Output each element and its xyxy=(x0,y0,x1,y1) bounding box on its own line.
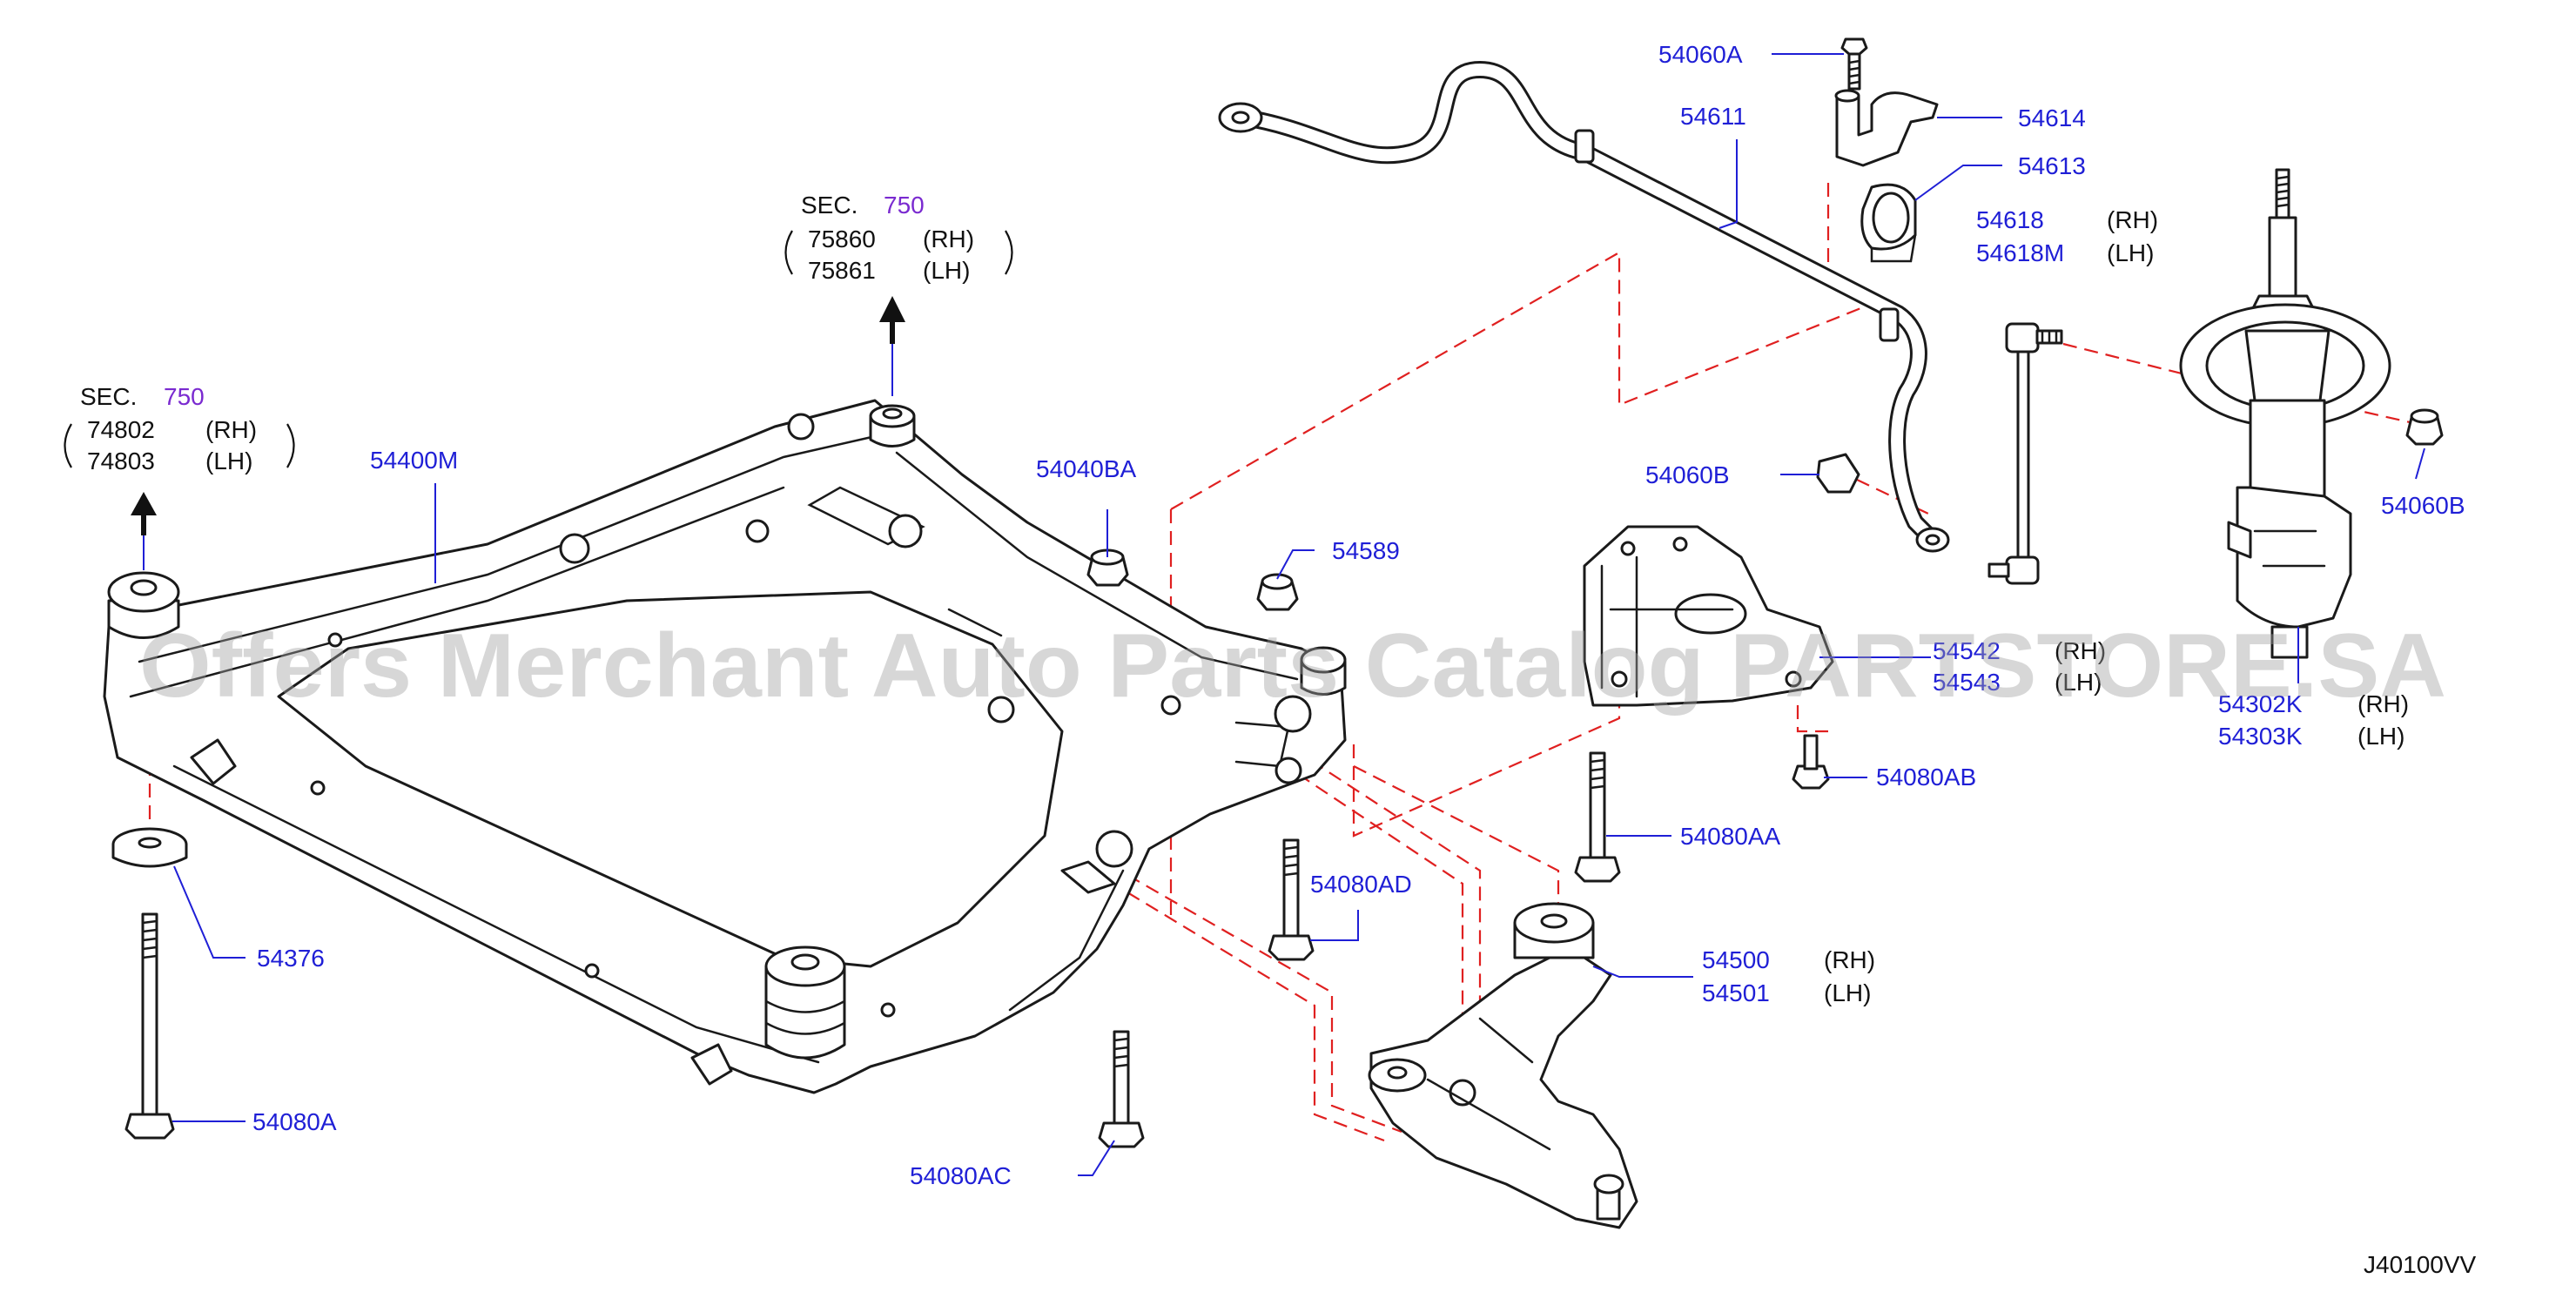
part-label-54400M: 54400M xyxy=(370,447,458,474)
arrow-up-icon xyxy=(131,492,157,515)
suspension-member xyxy=(103,399,1347,1094)
part-label-54543: 54543 xyxy=(1933,669,2001,696)
fasteners xyxy=(111,408,2444,1148)
section-item-part: 75861 xyxy=(808,257,876,284)
part-label-54611: 54611 xyxy=(1680,103,1746,130)
part-label-54501: 54501 xyxy=(1702,979,1770,1006)
section-item-side: (RH) xyxy=(923,225,974,252)
part-side-54543: (LH) xyxy=(2055,669,2102,696)
part-label-54589: 54589 xyxy=(1332,537,1400,564)
part-label-54080AA: 54080AA xyxy=(1680,823,1781,850)
part-label-54303K: 54303K xyxy=(2218,723,2303,750)
section-item-side: (LH) xyxy=(205,447,252,474)
diagram-code: J40100VV xyxy=(2364,1251,2477,1278)
section-item-side: (RH) xyxy=(205,416,257,443)
part-label-54542: 54542 xyxy=(1933,637,2001,664)
part-label-54614: 54614 xyxy=(2018,104,2086,131)
part-side-54501: (LH) xyxy=(1824,979,1871,1006)
part-label-54080AD: 54080AD xyxy=(1310,871,1412,898)
section-label: SEC. xyxy=(801,192,858,219)
part-label-54376: 54376 xyxy=(257,945,325,972)
arrows xyxy=(131,296,905,570)
part-labels: 54060A 54611 54614 54613 54618 (RH) 5461… xyxy=(252,41,2465,1189)
stabilizer-bush-group xyxy=(1834,37,1939,263)
dashed-guides xyxy=(148,183,2430,1142)
part-label-54500: 54500 xyxy=(1702,946,1770,973)
part-side-54618: (RH) xyxy=(2107,206,2158,233)
part-label-54040BA: 54040BA xyxy=(1036,455,1137,482)
section-item-part: 74803 xyxy=(87,447,155,474)
part-label-54302K: 54302K xyxy=(2218,690,2303,717)
part-label-54060A: 54060A xyxy=(1658,41,1743,68)
part-label-54618: 54618 xyxy=(1976,206,2044,233)
section-ref-left: SEC. 750 74802 (RH) 74803 (LH) xyxy=(64,383,295,474)
section-item-part: 74802 xyxy=(87,416,155,443)
section-number: 750 xyxy=(884,192,925,219)
part-side-54500: (RH) xyxy=(1824,946,1875,973)
arrow-up-icon xyxy=(879,296,905,322)
part-label-54060B-right: 54060B xyxy=(2381,492,2465,519)
link-bracket xyxy=(1583,525,1834,707)
strut-assembly xyxy=(2179,168,2391,659)
part-label-54080AC: 54080AC xyxy=(910,1162,1012,1189)
part-label-54618M: 54618M xyxy=(1976,239,2064,266)
section-label: SEC. xyxy=(80,383,137,410)
section-number: 750 xyxy=(164,383,205,410)
part-label-54080AB: 54080AB xyxy=(1876,764,1976,791)
leader-lines xyxy=(172,53,2425,1176)
watermark: Offers Merchant Auto Parts Catalog PARTS… xyxy=(139,616,2446,717)
part-label-54080A: 54080A xyxy=(252,1108,337,1135)
part-label-54060B-left: 54060B xyxy=(1645,461,1730,488)
part-side-54618M: (LH) xyxy=(2107,239,2154,266)
stabilizer-bar xyxy=(1218,60,1950,553)
section-item-side: (LH) xyxy=(923,257,970,284)
part-label-54613: 54613 xyxy=(2018,152,2086,179)
part-side-54302K: (RH) xyxy=(2357,690,2409,717)
part-side-54303K: (LH) xyxy=(2357,723,2404,750)
transverse-link xyxy=(1368,902,1638,1229)
connecting-rod xyxy=(1987,322,2063,585)
part-side-54542: (RH) xyxy=(2055,637,2106,664)
section-item-part: 75860 xyxy=(808,225,876,252)
section-ref-upper: SEC. 750 75860 (RH) 75861 (LH) xyxy=(784,192,1013,284)
